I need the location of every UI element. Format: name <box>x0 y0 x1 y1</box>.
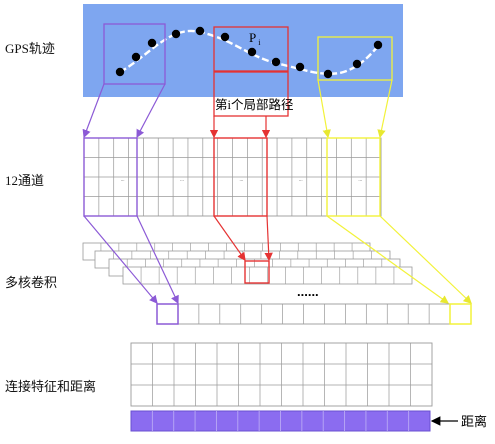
channel-block-dots: ... <box>358 178 362 183</box>
connector-red-left-2 <box>213 215 246 261</box>
connector-yellow-left-1 <box>317 79 331 139</box>
gps-point <box>220 32 230 42</box>
gps-point <box>373 40 383 50</box>
connector-red-right-2 <box>264 215 273 262</box>
gps-window-purple <box>103 23 166 85</box>
local-path-box <box>213 71 289 117</box>
conv-kernel-red <box>244 260 270 284</box>
conv-ellipsis: ...... <box>297 284 319 299</box>
concat-feature-grid <box>130 342 433 407</box>
connector-purple-right-2 <box>136 215 179 305</box>
channel-window-yellow <box>326 137 381 217</box>
channel-grid: ............... <box>83 137 382 217</box>
channel-block-dots: ... <box>180 178 184 183</box>
distance-row <box>130 410 431 432</box>
gps-point <box>115 67 125 77</box>
distance-label: 距离 <box>461 414 487 429</box>
channel-block-dots: ... <box>121 178 125 183</box>
label-12-channels: 12通道 <box>5 173 45 188</box>
label-concat-feature-distance: 连接特征和距离 <box>5 379 97 394</box>
conv-output-purple <box>156 303 179 325</box>
conv-output-cell-frame <box>156 303 472 325</box>
gps-point <box>131 52 141 62</box>
gps-point <box>323 69 333 79</box>
conv-output-row <box>156 303 472 325</box>
label-multi-kernel-conv: 多核卷积 <box>5 275 58 290</box>
local-path-label: 第i个局部路径 <box>215 97 293 112</box>
connector-yellow-right-1 <box>377 79 393 139</box>
channel-block-dots: ... <box>240 178 244 183</box>
gps-window-yellow <box>317 36 393 81</box>
gps-point <box>352 59 362 69</box>
connector-purple-right-1 <box>136 83 166 139</box>
gps-window-red <box>213 26 289 72</box>
gps-point <box>147 38 157 48</box>
connector-purple-left-2 <box>83 215 158 304</box>
channel-window-purple <box>83 137 138 217</box>
connector-purple-left-1 <box>82 83 105 139</box>
label-gps-track: GPS轨迹 <box>5 41 55 56</box>
conv-stack <box>82 242 413 285</box>
gps-point <box>171 29 181 39</box>
connector-yellow-right-2 <box>379 215 472 304</box>
connector-yellow-left-2 <box>326 215 449 304</box>
gps-point <box>295 62 305 72</box>
conv-output-yellow <box>449 303 472 325</box>
channel-block-dots: ... <box>299 178 303 183</box>
gps-track-line <box>119 29 381 75</box>
gps-points <box>115 26 383 79</box>
gps-point <box>271 57 281 67</box>
gps-point <box>195 26 205 36</box>
gps-panel <box>83 4 403 97</box>
gps-point <box>247 47 257 57</box>
channel-window-red <box>213 137 268 217</box>
